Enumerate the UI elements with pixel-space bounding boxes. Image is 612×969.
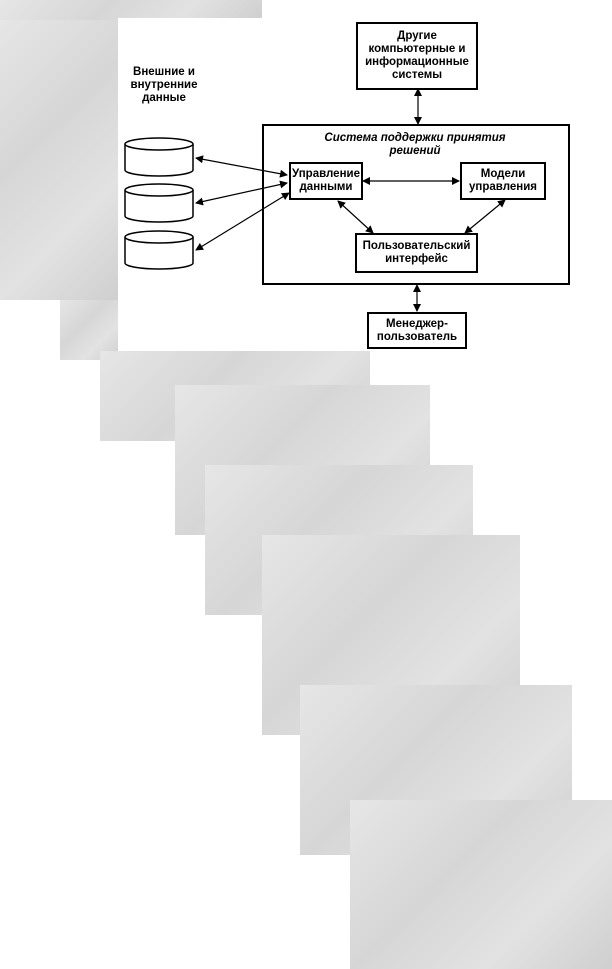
background-step-9 [350,800,612,969]
background-step-2 [0,20,118,300]
models-box: Модели управления [460,162,546,200]
user-interface-box: Пользовательский интерфейс [355,233,478,273]
background-step-3 [60,300,118,360]
manager-user-box: Менеджер- пользователь [367,312,467,349]
external-data-label: Внешние и внутренние данные [130,66,198,104]
data-management-box: Управление данными [289,162,363,200]
other-systems-box: Другие компьютерные и информационные сис… [356,22,478,90]
dss-title: Система поддержки принятия решений [324,132,506,157]
background-step-1 [0,0,262,20]
